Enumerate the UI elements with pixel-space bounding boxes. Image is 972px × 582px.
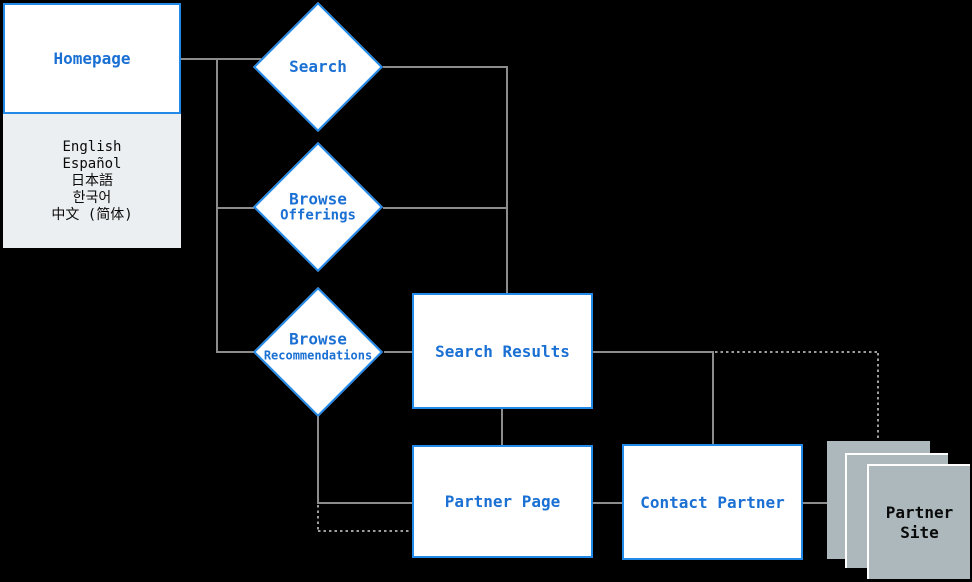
browse-recommendations-label-group: Browse Recommendations bbox=[263, 329, 373, 364]
language-panel: English Español 日本語 한국어 中文 (简体) bbox=[3, 114, 181, 248]
partner-page-label: Partner Page bbox=[444, 492, 561, 511]
search-results-label: Search Results bbox=[435, 341, 570, 361]
language-item: 日本語 bbox=[71, 172, 113, 189]
partner-site-label-line2: Site bbox=[900, 522, 939, 542]
browse-recommendations-label: Browse bbox=[289, 329, 347, 349]
homepage-node: Homepage bbox=[3, 3, 181, 114]
language-item: 한국어 bbox=[72, 189, 112, 206]
homepage-label: Homepage bbox=[53, 49, 131, 68]
browse-offerings-label-group: Browse Offerings bbox=[280, 189, 356, 224]
browse-offerings-label: Browse bbox=[289, 189, 347, 209]
search-label-group: Search bbox=[289, 58, 347, 76]
search-results-node: Search Results bbox=[412, 293, 593, 409]
language-item: Español bbox=[62, 155, 122, 172]
partner-site-node: Partner Site bbox=[867, 464, 970, 579]
browse-recommendations-sublabel: Recommendations bbox=[263, 348, 373, 363]
language-item: English bbox=[62, 138, 122, 155]
contact-partner-node: Contact Partner bbox=[622, 444, 803, 560]
search-label: Search bbox=[289, 57, 347, 76]
contact-partner-label: Contact Partner bbox=[640, 492, 785, 512]
partner-page-node: Partner Page bbox=[412, 445, 593, 558]
partner-site-label-line1: Partner bbox=[885, 502, 954, 522]
browse-offerings-sublabel: Offerings bbox=[280, 207, 356, 224]
language-item: 中文 (简体) bbox=[51, 206, 133, 223]
